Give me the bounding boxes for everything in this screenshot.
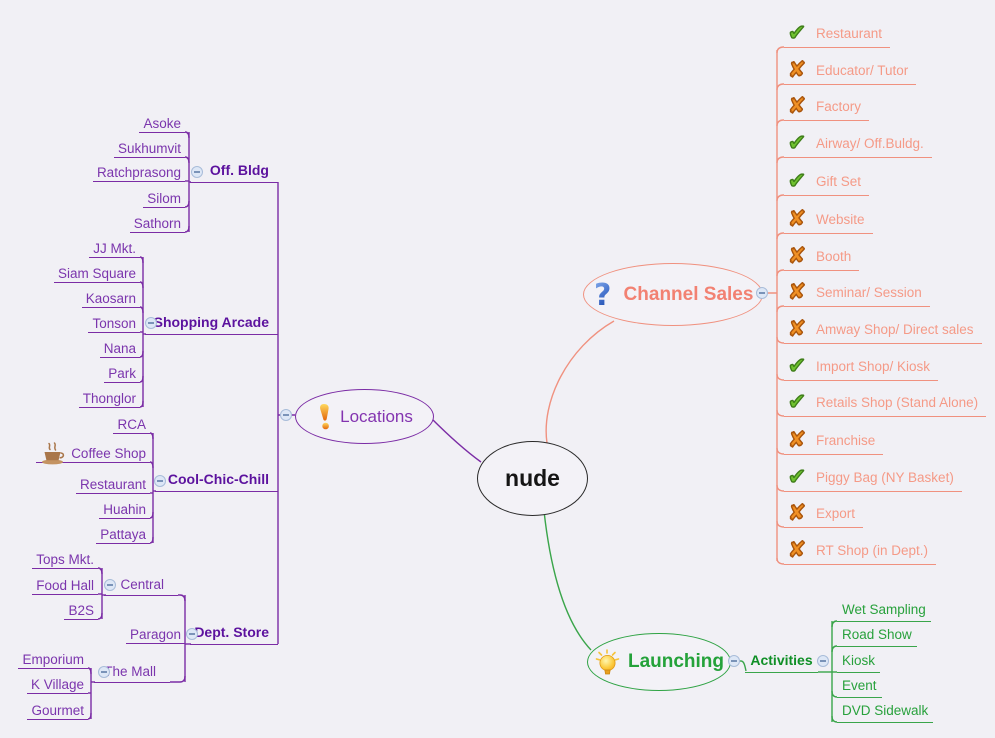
topic-airway-off-buldg[interactable]: Airway/ Off.Buldg.	[784, 130, 932, 158]
collapse-button-launching[interactable]	[728, 655, 740, 667]
topic-the-mall[interactable]: The Mall	[94, 662, 170, 683]
topic-silom[interactable]: Silom	[143, 189, 185, 208]
topic-restaurant-locations[interactable]: Restaurant	[75, 475, 150, 494]
topic-jj-mkt[interactable]: JJ Mkt.	[89, 239, 140, 258]
topic-pattaya[interactable]: Pattaya	[96, 525, 150, 544]
topic-kiosk[interactable]: Kiosk	[837, 651, 881, 673]
branch-launching[interactable]: Launching	[587, 633, 731, 691]
lightbulb-icon	[594, 648, 621, 677]
branch-locations[interactable]: Locations	[295, 389, 434, 444]
collapse-button-locations[interactable]	[280, 409, 292, 421]
topic-b2s[interactable]: B2S	[64, 601, 98, 620]
exclamation-icon	[316, 403, 333, 430]
collapse-button-central[interactable]	[104, 579, 116, 591]
branch-launching-label: Launching	[627, 651, 725, 672]
collapse-button-cool-chic-chill[interactable]	[154, 475, 166, 487]
topic-sukhumvit[interactable]: Sukhumvit	[113, 139, 185, 158]
topic-gift-set[interactable]: Gift Set	[784, 168, 870, 196]
topic-website[interactable]: Website	[784, 206, 873, 234]
status-icon	[784, 280, 810, 306]
topic-shopping-arcade[interactable]: Shopping Arcade	[145, 312, 278, 335]
topic-huahin[interactable]: Huahin	[99, 500, 150, 519]
collapse-button-shopping-arcade[interactable]	[145, 317, 157, 329]
topic-ratchprasong[interactable]: Ratchprasong	[92, 163, 185, 182]
topic-nana[interactable]: Nana	[99, 339, 140, 358]
status-icon	[784, 207, 810, 233]
topic-dept-store[interactable]: Dept. Store	[190, 622, 278, 645]
topic-park[interactable]: Park	[104, 364, 140, 383]
branch-locations-label: Locations	[340, 406, 413, 426]
topic-tonson[interactable]: Tonson	[88, 314, 140, 333]
status-icon	[784, 390, 810, 416]
topic-emporium[interactable]: Emporium	[18, 650, 88, 669]
topic-seminar-session[interactable]: Seminar/ Session	[784, 279, 930, 307]
status-icon	[784, 131, 810, 157]
status-icon	[784, 317, 810, 343]
topic-paragon[interactable]: Paragon	[125, 625, 185, 644]
topic-gourmet[interactable]: Gourmet	[27, 701, 88, 720]
topic-rca[interactable]: RCA	[113, 415, 150, 434]
status-icon	[784, 58, 810, 84]
branch-channel-sales-label: Channel Sales	[623, 283, 754, 305]
root-topic-label: nude	[505, 465, 560, 491]
status-icon	[784, 354, 810, 380]
topic-wet-sampling[interactable]: Wet Sampling	[837, 600, 931, 622]
collapse-button-the-mall[interactable]	[98, 666, 110, 678]
status-icon	[784, 501, 810, 527]
status-icon	[784, 465, 810, 491]
topic-factory[interactable]: Factory	[784, 93, 870, 121]
status-icon	[784, 244, 810, 270]
question-mark-icon: ?	[593, 278, 617, 312]
svg-text:?: ?	[594, 278, 611, 312]
topic-event[interactable]: Event	[837, 676, 882, 698]
topic-rt-shop-in-dept[interactable]: RT Shop (in Dept.)	[784, 537, 937, 565]
topic-import-shop-kiosk[interactable]: Import Shop/ Kiosk	[784, 353, 939, 381]
topic-kaosarn[interactable]: Kaosarn	[81, 289, 140, 308]
topic-educator-tutor[interactable]: Educator/ Tutor	[784, 57, 917, 85]
topic-asoke[interactable]: Asoke	[139, 114, 185, 133]
branch-channel-sales[interactable]: ? Channel Sales	[583, 263, 763, 326]
topic-booth[interactable]: Booth	[784, 243, 860, 271]
collapse-button-off-bldg[interactable]	[191, 166, 203, 178]
topic-food-hall[interactable]: Food Hall	[32, 576, 98, 595]
status-icon	[784, 94, 810, 120]
topic-dvd-sidewalk[interactable]: DVD Sidewalk	[837, 701, 934, 723]
topic-amway-direct-sales[interactable]: Amway Shop/ Direct sales	[784, 316, 982, 344]
topic-activities[interactable]: Activities	[745, 650, 818, 673]
collapse-button-dept-store[interactable]	[186, 628, 198, 640]
topic-retails-shop-stand-alone[interactable]: Retails Shop (Stand Alone)	[784, 389, 987, 417]
status-icon	[784, 21, 810, 47]
topic-thonglor[interactable]: Thonglor	[78, 389, 140, 408]
topic-sathorn[interactable]: Sathorn	[129, 214, 185, 233]
topic-piggy-bag-ny-basket[interactable]: Piggy Bag (NY Basket)	[784, 464, 962, 492]
topic-franchise[interactable]: Franchise	[784, 427, 884, 455]
coffee-cup-icon	[40, 441, 66, 465]
topic-tops-mkt[interactable]: Tops Mkt.	[32, 550, 98, 569]
status-icon	[784, 538, 810, 564]
topic-coffee-shop[interactable]: Coffee Shop	[36, 441, 150, 465]
topic-cool-chic-chill[interactable]: Cool-Chic-Chill	[155, 469, 278, 492]
topic-road-show[interactable]: Road Show	[837, 625, 917, 647]
topic-siam-square[interactable]: Siam Square	[53, 264, 140, 283]
topic-central[interactable]: Central	[104, 575, 178, 596]
topic-export[interactable]: Export	[784, 500, 864, 528]
status-icon	[784, 428, 810, 454]
collapse-button-channel-sales[interactable]	[756, 287, 768, 299]
collapse-button-activities[interactable]	[817, 655, 829, 667]
topic-off-bldg[interactable]: Off. Bldg	[190, 160, 278, 183]
topic-restaurant-channel[interactable]: Restaurant	[784, 20, 891, 48]
topic-k-village[interactable]: K Village	[26, 675, 88, 694]
status-icon	[784, 169, 810, 195]
root-topic[interactable]: nude	[477, 441, 588, 516]
